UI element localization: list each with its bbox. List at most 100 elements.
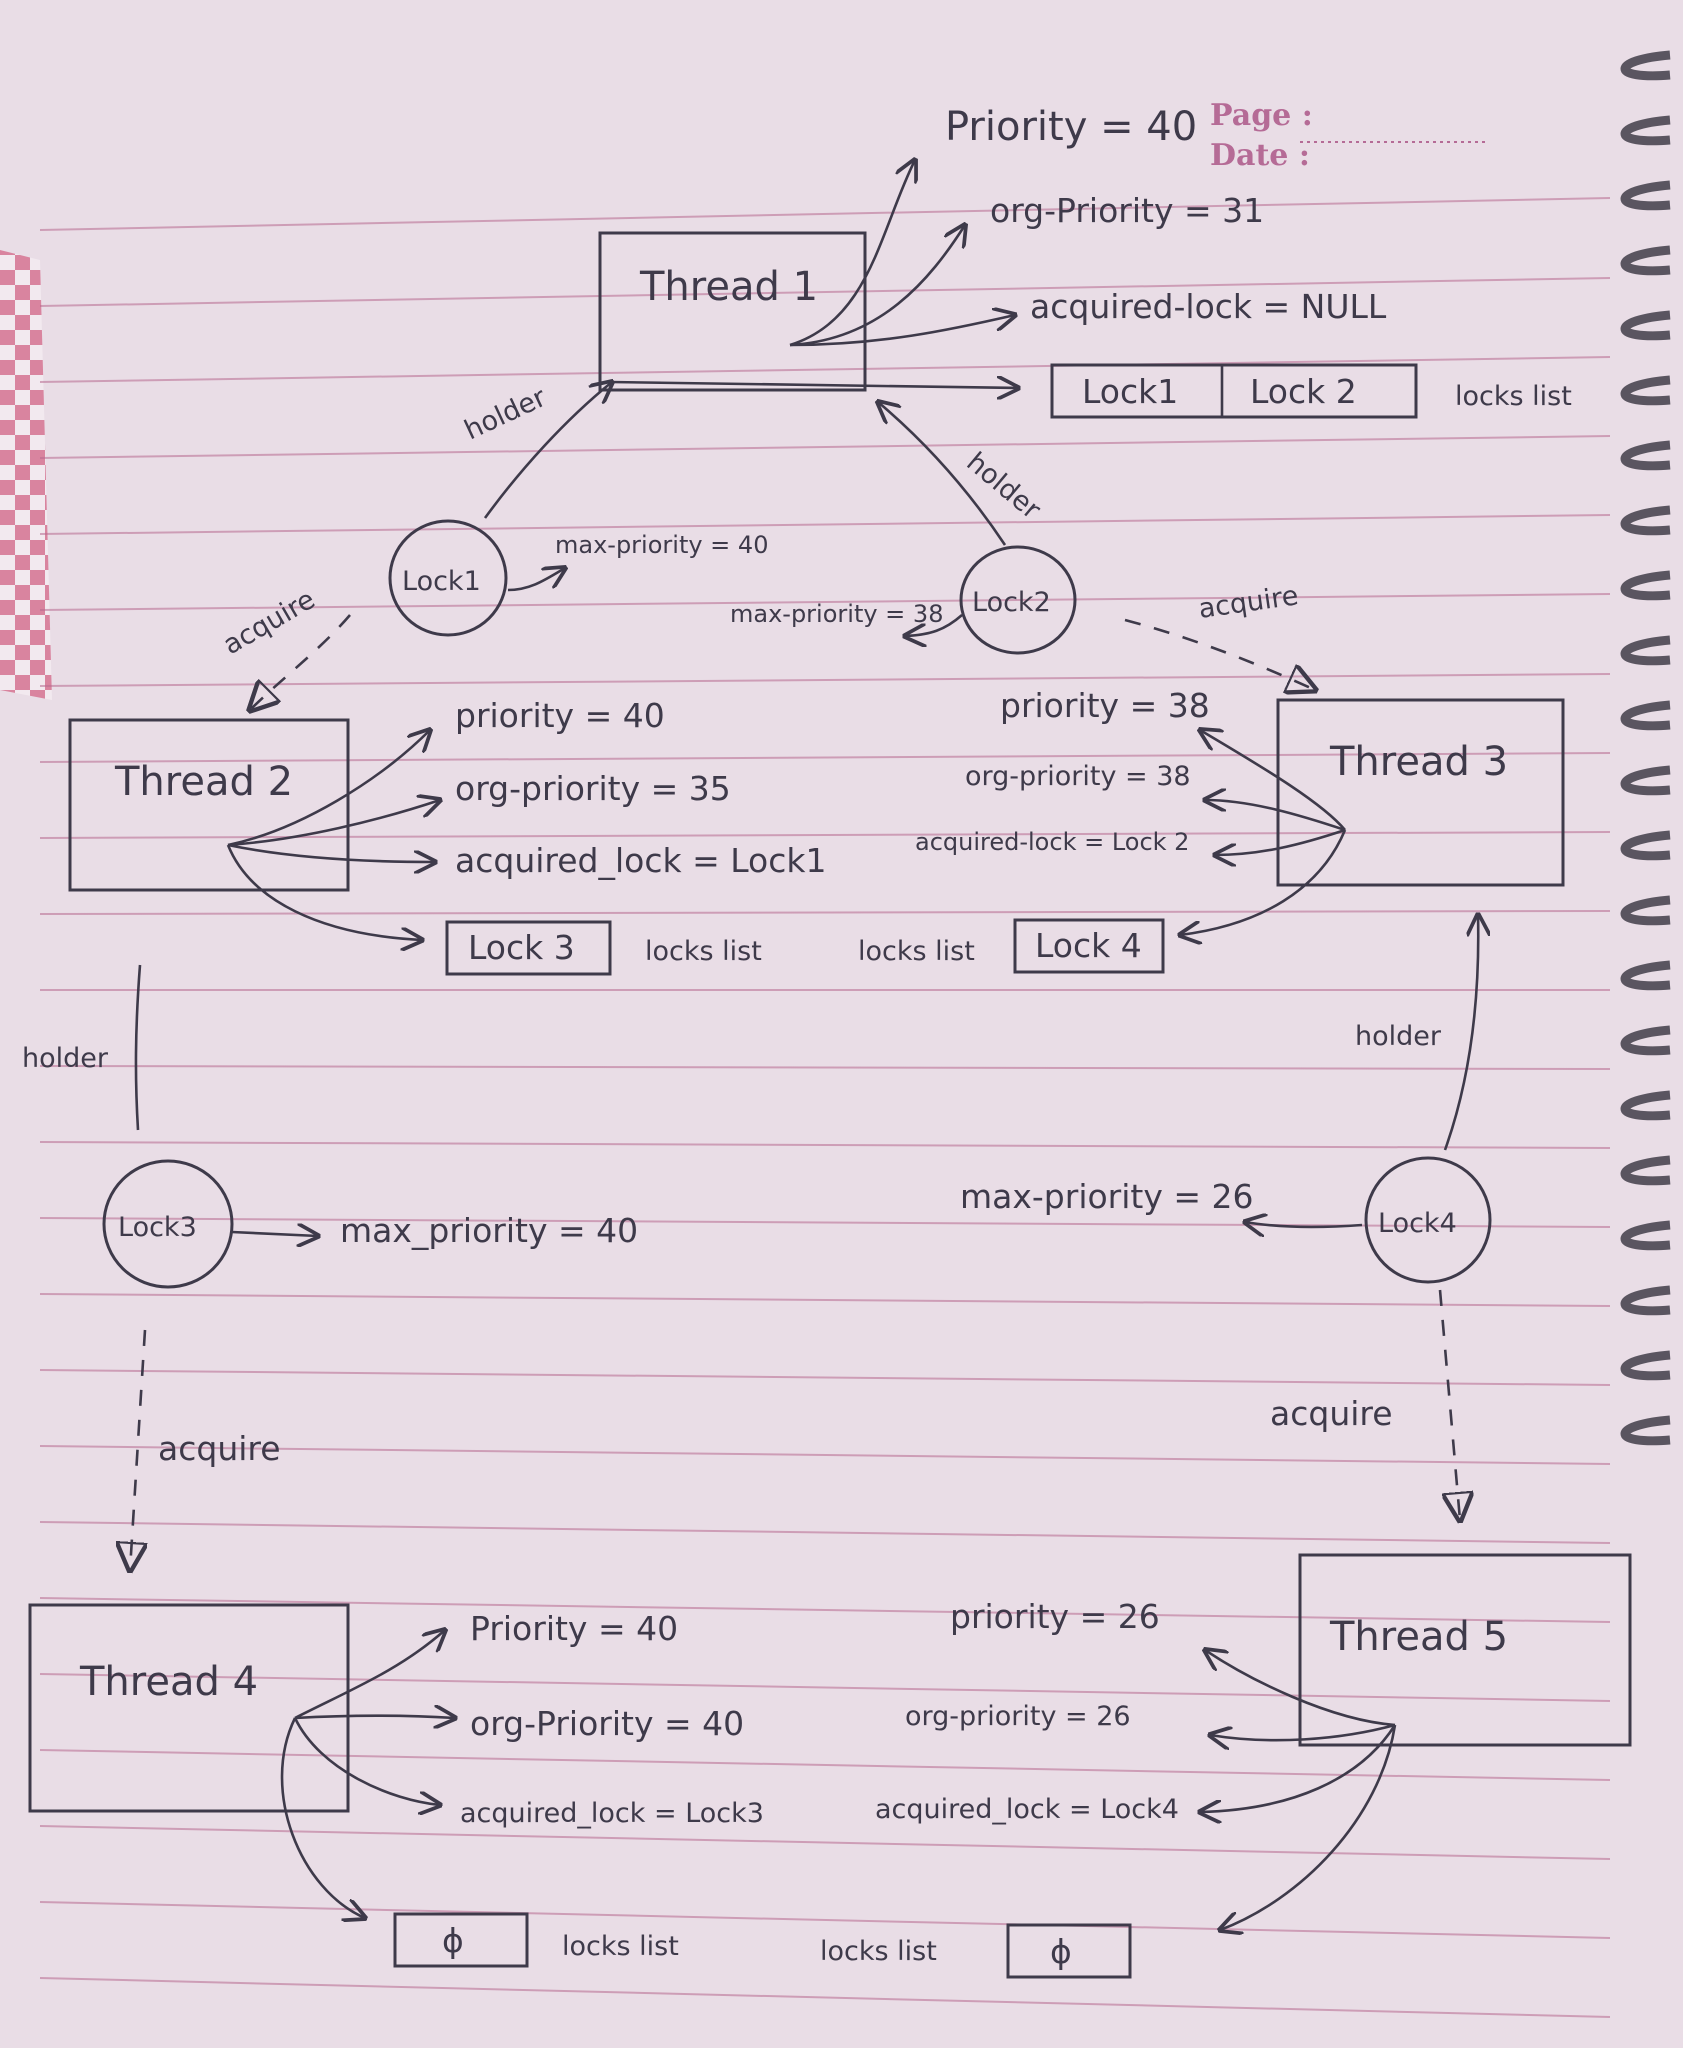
thread3-priority: priority = 38: [1000, 686, 1210, 725]
date-label: Date :: [1210, 138, 1310, 173]
lock3-node: Lock3 max_priority = 40 holder acquire: [22, 964, 638, 1570]
arrow-thread5-org-priority: [1210, 1723, 1396, 1740]
arrow-lock3-max-priority: [231, 1232, 318, 1236]
arrow-lock2-max-priority: [905, 614, 963, 636]
arrow-thread3-acquired-lock: [1215, 828, 1346, 855]
thread1-name: Thread 1: [639, 264, 818, 310]
arrow-thread4-priority: [294, 1630, 445, 1720]
arrow-thread4-locks-list: [280, 1717, 365, 1918]
arrow-thread2-org-priority: [227, 800, 440, 847]
thread4-node: Thread 4 Priority = 40 org-Priority = 40…: [28, 1603, 764, 1968]
thread5-acquired-lock: acquired_lock = Lock4: [875, 1794, 1179, 1825]
arrow-lock1-acquire: [250, 614, 351, 710]
thread5-name: Thread 5: [1329, 1614, 1508, 1660]
arrow-thread4-org-priority: [294, 1716, 455, 1718]
thread4-box: [28, 1603, 350, 1813]
thread1-locks-list-label: locks list: [1455, 381, 1572, 412]
arrow-thread3-locks-list: [1180, 829, 1347, 935]
arrow-thread2-acquired-lock: [227, 843, 435, 862]
thread3-org-priority: org-priority = 38: [965, 761, 1191, 792]
arrow-thread1-locks-list: [609, 382, 1018, 388]
arrow-lock4-holder: [1443, 915, 1478, 1151]
arrow-thread3-priority: [1200, 730, 1346, 831]
lock1-name: Lock1: [402, 566, 481, 597]
lock3-acquire-label: acquire: [158, 1429, 281, 1468]
arrow-thread4-acquired-lock: [293, 1717, 440, 1805]
thread1-org-priority: org-Priority = 31: [990, 191, 1264, 230]
lock4-circle: [1364, 1156, 1492, 1284]
thread2-org-priority: org-priority = 35: [455, 769, 731, 808]
thread1-locks-list-box: [1050, 363, 1418, 419]
thread3-name: Thread 3: [1329, 739, 1508, 785]
thread5-priority: priority = 26: [950, 1597, 1160, 1636]
thread5-locks-list-label: locks list: [820, 1936, 937, 1967]
arrow-lock1-holder: [483, 382, 612, 519]
thread1-lock-item-1: Lock1: [1082, 372, 1178, 411]
arrow-lock3-acquire: [130, 1329, 145, 1570]
lock3-name: Lock3: [118, 1212, 197, 1243]
arrow-lock4-acquire: [1438, 1289, 1460, 1520]
thread2-lock-item-1: Lock 3: [468, 928, 575, 967]
lock3-holder-label: holder: [22, 1043, 109, 1074]
thread3-locks-list-label: locks list: [858, 936, 975, 967]
thread3-node: Thread 3 priority = 38 org-priority = 38…: [858, 686, 1565, 974]
spiral-binding: [1620, 50, 1671, 1446]
arrow-lock1-max-priority: [507, 568, 565, 592]
thread4-acquired-lock: acquired_lock = Lock3: [460, 1798, 764, 1829]
thread2-acquired-lock: acquired_lock = Lock1: [455, 841, 826, 880]
lock2-max-priority: max-priority = 38: [730, 600, 943, 628]
lock4-name: Lock4: [1378, 1208, 1457, 1239]
lock4-max-priority: max-priority = 26: [960, 1177, 1254, 1216]
thread1-box: [598, 231, 867, 392]
thread5-box: [1298, 1553, 1632, 1747]
arrow-lock2-holder: [878, 402, 1007, 546]
lock3-max-priority: max_priority = 40: [340, 1211, 638, 1250]
thread4-locks-list-label: locks list: [562, 1931, 679, 1962]
thread2-box: [68, 718, 350, 892]
thread5-locks-list-box: [1006, 1923, 1132, 1979]
lock3-circle: [102, 1159, 234, 1289]
lock4-acquire-label: acquire: [1270, 1394, 1393, 1433]
lock4-holder-label: holder: [1355, 1021, 1442, 1052]
arrow-thread1-priority: [789, 160, 915, 347]
lock1-circle: [388, 519, 508, 637]
thread1-lock-item-2: Lock 2: [1250, 372, 1357, 411]
thread4-priority: Priority = 40: [470, 1609, 678, 1648]
checkered-edge: [0, 250, 52, 700]
page-label: Page :: [1210, 98, 1313, 133]
thread3-box: [1276, 698, 1565, 887]
thread4-org-priority: org-Priority = 40: [470, 1704, 744, 1743]
arrow-thread5-priority: [1205, 1650, 1396, 1727]
lock2-circle: [959, 545, 1077, 655]
thread2-locks-list-label: locks list: [645, 936, 762, 967]
arrow-lock4-max-priority: [1245, 1222, 1363, 1227]
arrow-thread1-acquired-lock: [789, 315, 1015, 347]
lock1-max-priority: max-priority = 40: [555, 531, 768, 559]
thread5-node: Thread 5 priority = 26 org-priority = 26…: [820, 1553, 1632, 1979]
thread3-lock-item-1: Lock 4: [1035, 926, 1142, 965]
lock4-node: Lock4 max-priority = 26 holder acquire: [960, 915, 1492, 1520]
thread3-acquired-lock: acquired-lock = Lock 2: [915, 828, 1189, 856]
arrow-thread5-acquired-lock: [1200, 1724, 1397, 1812]
thread2-priority: priority = 40: [455, 696, 665, 735]
thread1-priority: Priority = 40: [945, 104, 1197, 150]
thread5-org-priority: org-priority = 26: [905, 1701, 1131, 1732]
thread1-acquired-lock: acquired-lock = NULL: [1030, 287, 1387, 326]
thread2-name: Thread 2: [114, 759, 293, 805]
thread2-node: Thread 2 priority = 40 org-priority = 35…: [68, 696, 826, 976]
arrow-lock2-acquire: [1124, 618, 1315, 690]
thread2-locks-list-box: [445, 920, 612, 976]
thread1-node: Thread 1 Priority = 40 org-Priority = 31…: [598, 104, 1572, 419]
arrow-thread1-org-priority: [789, 225, 965, 347]
thread4-name: Thread 4: [79, 1659, 258, 1705]
arrow-thread5-locks-list: [1220, 1724, 1397, 1930]
thread4-locks-list-box: [393, 1912, 529, 1968]
arrow-lock3-holder: [134, 964, 142, 1131]
arrow-thread3-org-priority: [1205, 800, 1346, 832]
arrow-thread2-priority: [227, 730, 430, 847]
thread5-lock-item-1: ϕ: [1050, 1932, 1072, 1971]
thread3-locks-list-box: [1013, 918, 1165, 974]
lock2-name: Lock2: [972, 587, 1051, 618]
